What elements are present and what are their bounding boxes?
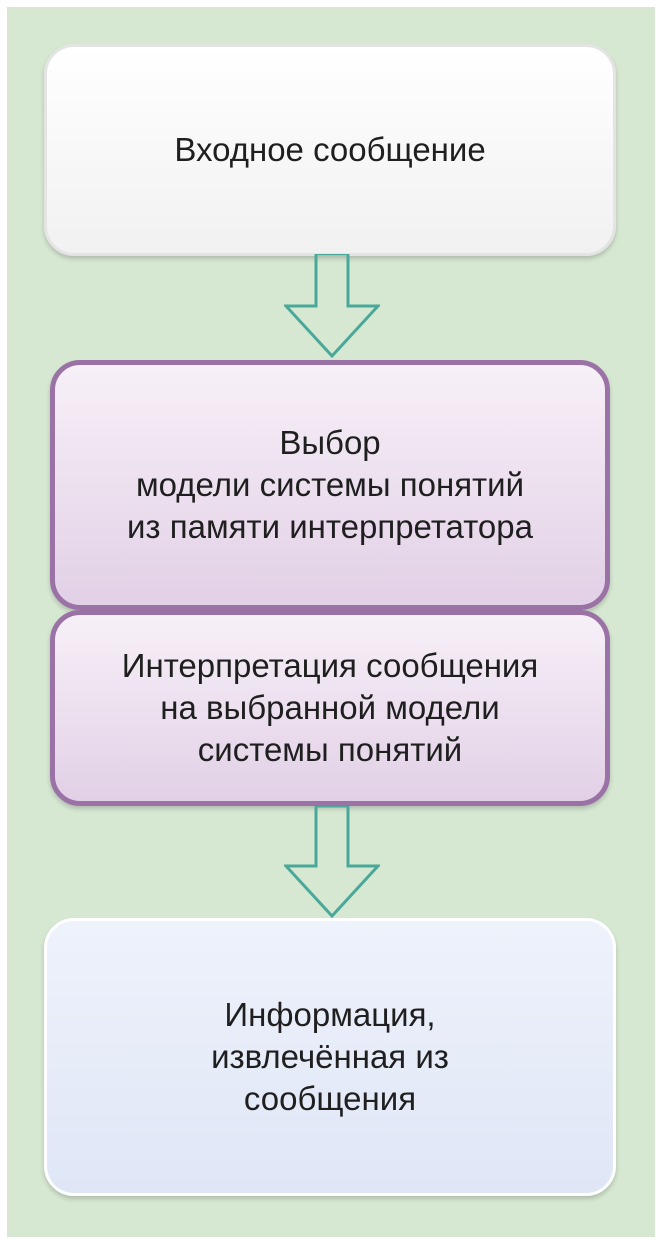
model-selection-box: Выбор модели системы понятий из памяти и…	[50, 360, 610, 610]
input-message-box: Входное сообщение	[44, 44, 616, 256]
extracted-information-label: Информация, извлечённая из сообщения	[211, 996, 449, 1117]
extracted-information-box: Информация, извлечённая из сообщения	[44, 918, 616, 1196]
interpretation-box: Интерпретация сообщения на выбранной мод…	[50, 610, 610, 806]
input-message-label: Входное сообщение	[174, 131, 486, 168]
down-arrow-icon	[284, 806, 380, 918]
down-arrow-icon	[284, 254, 380, 358]
model-selection-label: Выбор модели системы понятий из памяти и…	[127, 424, 533, 545]
interpretation-label: Интерпретация сообщения на выбранной мод…	[121, 647, 539, 768]
